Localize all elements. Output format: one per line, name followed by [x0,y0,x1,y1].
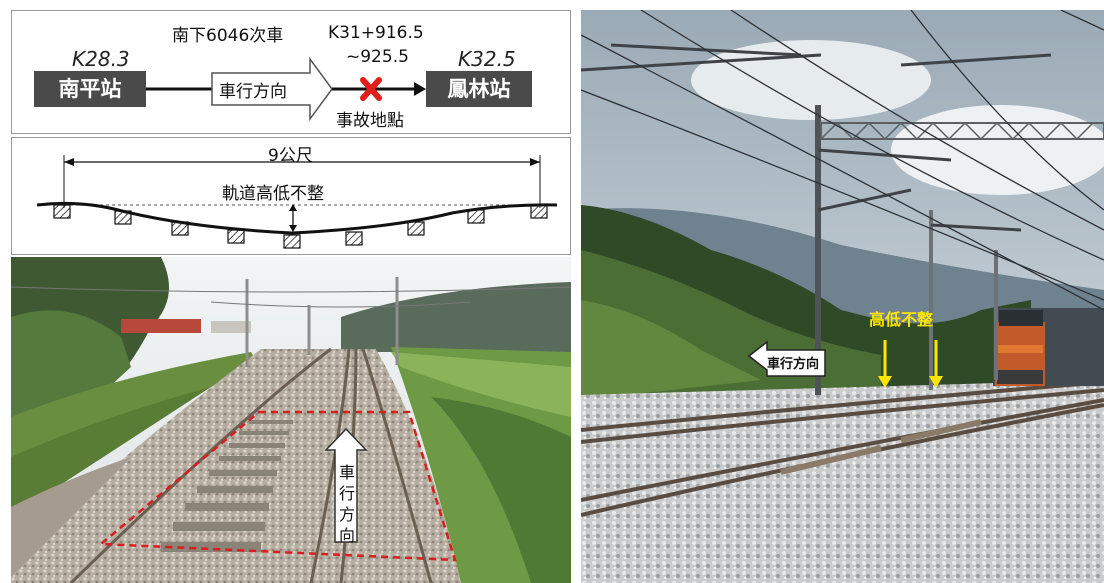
left-station-box: 南平站 [34,71,146,107]
accident-label: 事故地點 [336,111,404,131]
accident-x-icon [360,77,382,101]
route-diagram: K28.3 南平站 南下6046次車 車行方向 K31+916.5 ~925.5… [11,10,571,134]
photo-right-direction-label: 車行方向 [767,357,820,372]
right-km-label: K32.5 [458,47,516,71]
span-label: 9公尺 [268,146,313,166]
right-station-box: 鳳林站 [426,71,532,107]
direction-up-arrow-icon [324,427,368,543]
photo-right-irregularity-label: 高低不整 [869,310,934,329]
train-label: 南下6046次車 [172,26,284,46]
sleepers [53,204,548,249]
track-scene-left [11,257,571,583]
line-arrowhead [414,82,426,96]
track-photo-left: 車 行 方 向 [11,257,571,583]
track-profile-svg [36,155,558,249]
direction-label: 車行方向 [219,82,287,102]
accident-area-box [97,410,457,562]
accident-km-line1: K31+916.5 [328,23,424,43]
left-km-label: K28.3 [72,47,130,71]
locomotive [993,308,1104,386]
direction-left-arrow-icon [747,340,826,377]
photo-left-direction-label: 車 行 方 向 [338,463,355,545]
track-irregularity-diagram: 9公尺 軌道高低不整 [11,137,571,255]
train-photo-right: 車行方向 高低不整 [581,10,1104,583]
accident-km-line2: ~925.5 [346,47,409,67]
train-scene-right [581,10,1104,583]
irregularity-label: 軌道高低不整 [222,184,324,204]
route-lines [146,56,426,122]
direction-arrow-outline [211,56,333,122]
irregularity-arrows [878,340,943,388]
rail-profile [36,201,558,235]
